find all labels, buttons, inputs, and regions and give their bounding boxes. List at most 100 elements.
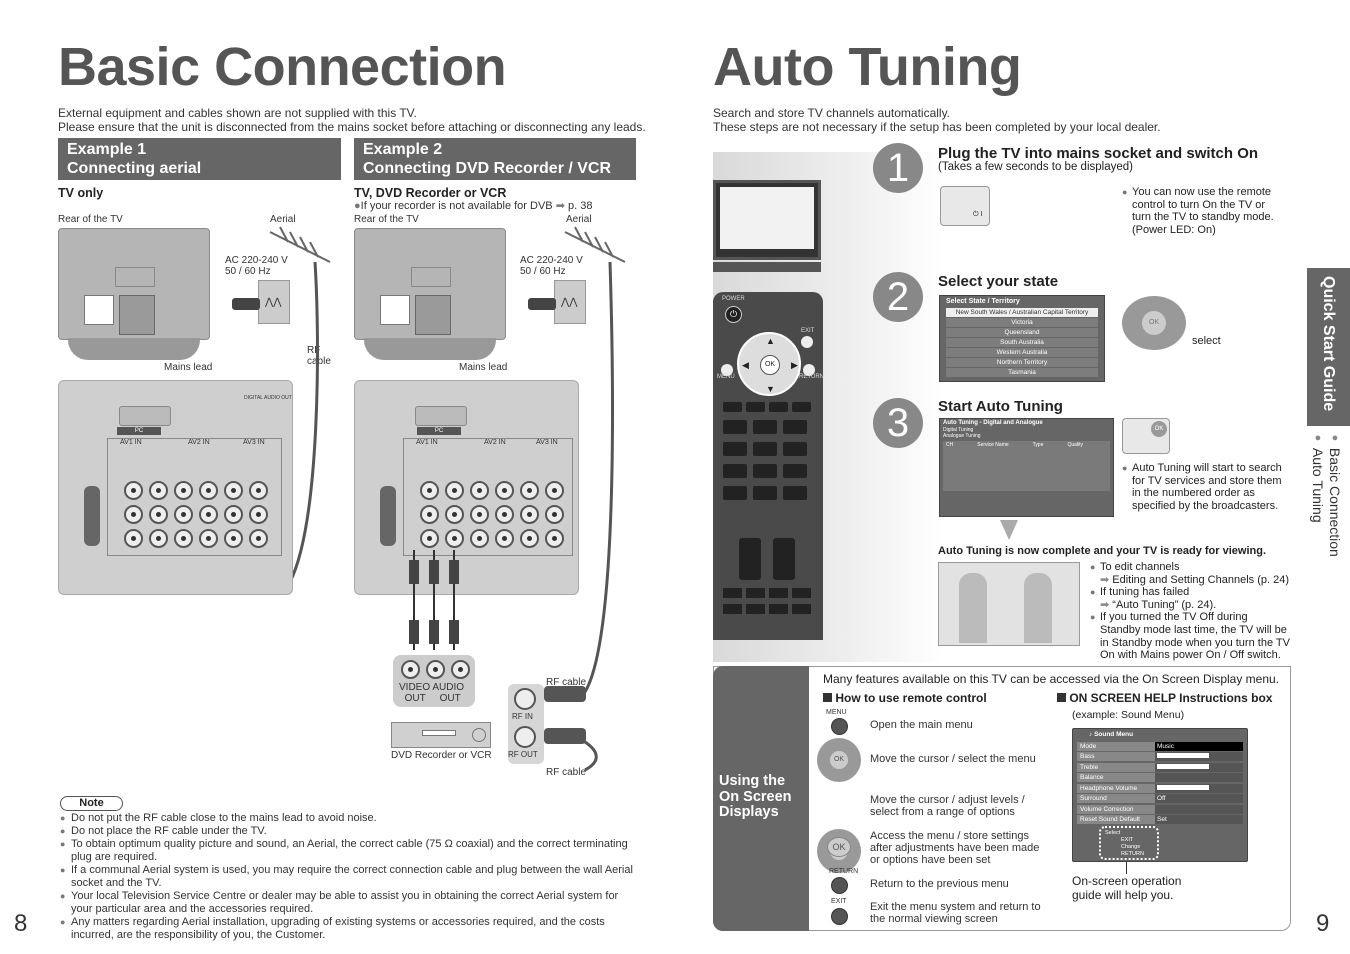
- example1-header: Example 1 Connecting aerial: [58, 138, 341, 180]
- aerial-label: Aerial: [566, 214, 592, 225]
- jack: [545, 529, 564, 548]
- state-option[interactable]: Northern Territory: [946, 358, 1098, 367]
- tv-rear-illustration: [58, 228, 210, 340]
- state-option[interactable]: Queensland: [946, 328, 1098, 337]
- sound-menu-row[interactable]: Treble: [1077, 762, 1243, 772]
- jack: [199, 505, 218, 524]
- return-button[interactable]: [803, 364, 815, 376]
- type-column: Type: [1032, 442, 1044, 448]
- arrow-up-icon: ▲: [766, 336, 775, 346]
- example2-note: ●If your recorder is not available for D…: [354, 200, 593, 212]
- state-option[interactable]: New South Wales / Australian Capital Ter…: [946, 308, 1098, 317]
- rf-plug-icon: [544, 686, 586, 702]
- note-badge: Note: [60, 796, 123, 811]
- sound-menu-row[interactable]: Volume Correction: [1077, 804, 1243, 814]
- rf-line: RF: [307, 345, 321, 356]
- aerial-cable-icon: [564, 226, 626, 772]
- step3-note: ● Auto Tuning will start to search for T…: [1122, 462, 1282, 512]
- ok-button[interactable]: OK: [760, 355, 780, 375]
- audio-out-label: AUDIO: [432, 682, 465, 693]
- sound-menu-row[interactable]: Balance: [1077, 773, 1243, 782]
- jack: [470, 529, 489, 548]
- osd-section: [713, 666, 1291, 931]
- sound-menu-title: ♪ Sound Menu: [1089, 731, 1134, 738]
- out-label: OUT: [404, 693, 426, 704]
- intro-line: Search and store TV channels automatical…: [713, 106, 951, 120]
- recorder-rf-panel: RF IN RF OUT: [508, 684, 544, 764]
- help-select: Select: [1105, 830, 1121, 836]
- step1-note: ● You can now use the remote control to …: [1122, 186, 1274, 236]
- complete-note: If you turned the TV Off during Standby …: [1100, 611, 1290, 662]
- tv-terminal-panel: PC DIGITAL AUDIO OUT AV1 IN AV2 IN AV3 I…: [58, 380, 293, 595]
- help-return: RETURN: [1121, 851, 1144, 857]
- jack: [174, 505, 193, 524]
- page-number-right: 9: [1316, 910, 1330, 937]
- example2-label: Example 2: [363, 141, 443, 158]
- complete-note-ref: “Auto Tuning” (p. 24).: [1112, 598, 1217, 611]
- rf-out-label: RF OUT: [508, 750, 538, 759]
- step-number: 3: [873, 398, 923, 448]
- menu-button[interactable]: [721, 364, 733, 376]
- exit-button[interactable]: [801, 336, 813, 348]
- jack: [495, 529, 514, 548]
- menu-button-icon: [831, 718, 848, 735]
- state-option[interactable]: Tasmania: [946, 368, 1098, 377]
- return-btn-label: RETURN: [829, 868, 859, 875]
- rear-label: Rear of the TV: [58, 214, 123, 225]
- state-option[interactable]: Victoria: [946, 318, 1098, 327]
- sound-menu-row[interactable]: Bass: [1077, 752, 1243, 761]
- av2-label: AV2 IN: [484, 439, 506, 446]
- aerial-cable-icon: [269, 226, 331, 583]
- sound-menu-row[interactable]: Headphone Volume: [1077, 783, 1243, 793]
- power-button[interactable]: ⏻: [725, 306, 742, 323]
- jack: [174, 529, 193, 548]
- row-name: Volume Correction: [1077, 804, 1155, 814]
- osd-item-text: Move the cursor / select the menu: [870, 753, 1036, 765]
- side-tab-subsections: ● Auto Tuning: [1310, 432, 1326, 523]
- rf-plug-icon: [84, 486, 100, 546]
- step-subtitle: (Takes a few seconds to be displayed): [938, 161, 1133, 173]
- remote-bottom-buttons: [723, 588, 815, 614]
- remote-control: POWER ⏻ EXIT OK ▲ ▼ ◀ ▶ MENU RETURN: [713, 292, 824, 640]
- jack: [224, 505, 243, 524]
- jack: [401, 660, 420, 679]
- jack: [495, 481, 514, 500]
- complete-note: To edit channels: [1100, 561, 1180, 573]
- volume-rocker[interactable]: [739, 538, 761, 580]
- av3-label: AV3 IN: [536, 439, 558, 446]
- jack: [124, 505, 143, 524]
- dpad[interactable]: OK ▲ ▼ ◀ ▶: [737, 332, 801, 396]
- osd-tab: Using the On Screen Displays: [713, 666, 809, 931]
- jack: [520, 481, 539, 500]
- example1-label: Example 1: [67, 141, 147, 158]
- state-option[interactable]: Western Australia: [946, 348, 1098, 357]
- dpad-select-icon: OK: [1122, 296, 1186, 350]
- hand-press-icon: ⏻ I: [940, 186, 990, 226]
- intro-text: Search and store TV channels automatical…: [713, 106, 1161, 134]
- jack: [249, 481, 268, 500]
- page-ref: p. 38: [567, 200, 593, 212]
- page-number-left: 8: [14, 910, 28, 937]
- rf-in-label: RF IN: [512, 712, 533, 721]
- av1-label: AV1 IN: [416, 439, 438, 446]
- side-tab-subsections: ● Basic Connection: [1327, 432, 1343, 557]
- jack: [520, 505, 539, 524]
- row-name: Headphone Volume: [1077, 783, 1155, 793]
- step-title: Start Auto Tuning: [938, 398, 1063, 415]
- arrow-down-icon: ▼: [766, 384, 775, 394]
- recorder-output-panel: VIDEO AUDIO OUT OUT: [393, 655, 475, 707]
- av-cables-icon: [409, 550, 459, 650]
- channel-rocker[interactable]: [773, 538, 795, 580]
- step3-note-text: Auto Tuning will start to search for TV …: [1132, 462, 1282, 512]
- step1-note-text: You can now use the remote control to tu…: [1132, 186, 1274, 236]
- av3-label: AV3 IN: [243, 439, 265, 446]
- ac-line: 50 / 60 Hz: [225, 266, 271, 277]
- jack: [445, 529, 464, 548]
- help-change: Change: [1121, 844, 1141, 850]
- exit-btn-label: EXIT: [831, 898, 847, 905]
- rf-cable-label: RF cable: [546, 767, 587, 778]
- state-option[interactable]: South Australia: [946, 338, 1098, 347]
